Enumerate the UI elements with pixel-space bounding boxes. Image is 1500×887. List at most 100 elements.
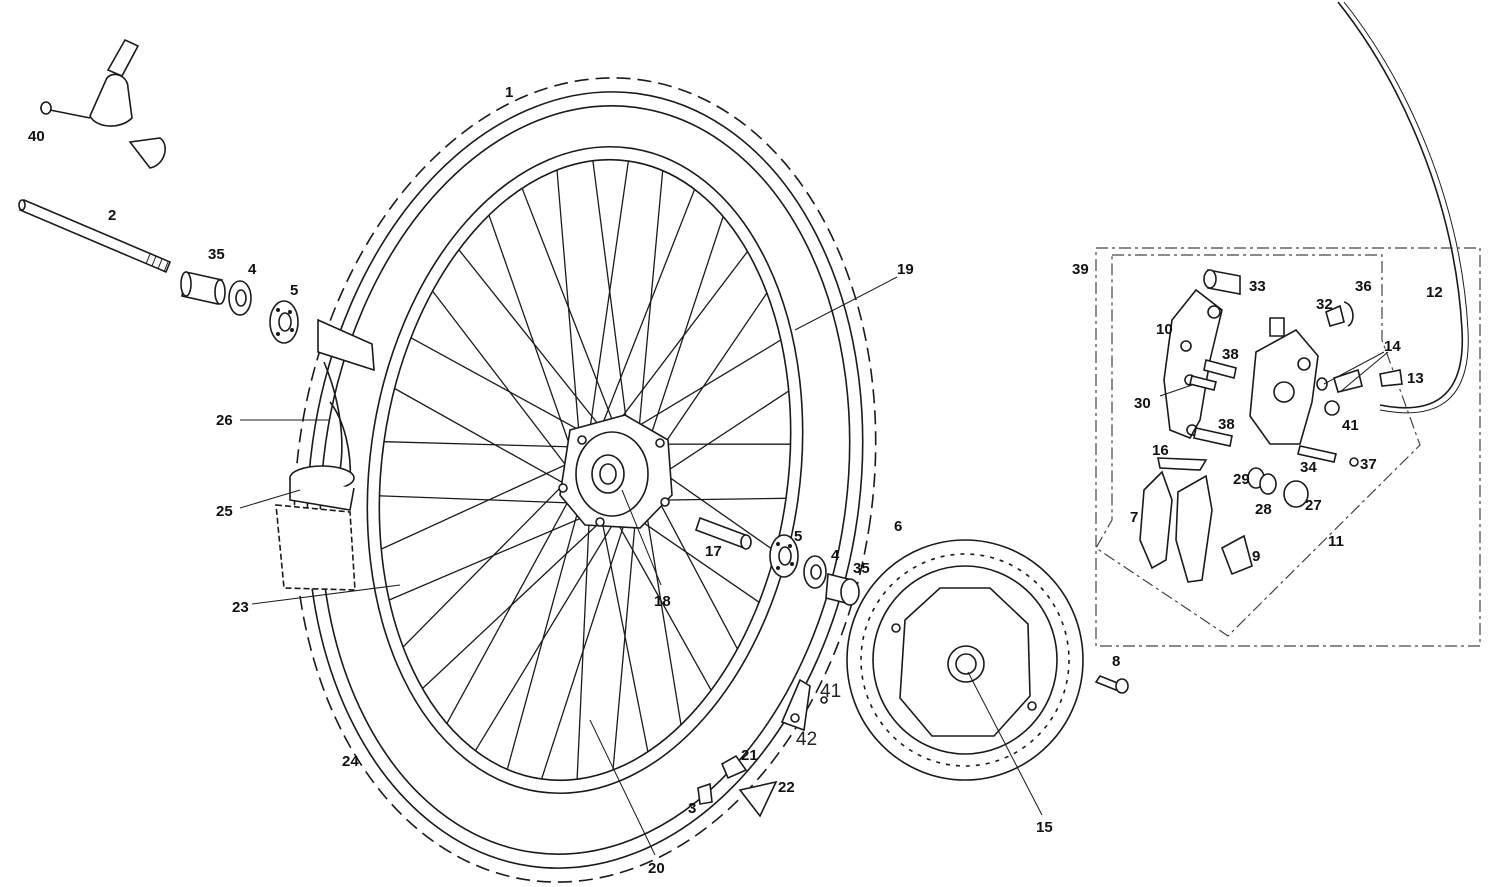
spoke <box>556 169 583 464</box>
label-41-caliper: 41 <box>1342 417 1359 434</box>
spoke <box>474 502 627 752</box>
label-37: 37 <box>1360 456 1377 473</box>
spoke <box>576 499 591 780</box>
label-8: 8 <box>1112 653 1120 670</box>
seal-right <box>803 555 827 589</box>
sensor-bracket <box>780 678 828 732</box>
spoke <box>383 441 592 449</box>
label-4-right: 4 <box>831 547 840 564</box>
caliper-pin <box>1203 269 1241 295</box>
label-14: 14 <box>1384 338 1401 355</box>
label-35-left: 35 <box>208 246 225 263</box>
spoke <box>422 506 617 689</box>
spoke <box>585 160 630 453</box>
pad-spring <box>1157 457 1208 471</box>
label-5-right: 5 <box>794 528 802 545</box>
label-11: 11 <box>1328 533 1344 550</box>
part-labels: 1 2 3 4 4 5 5 6 7 8 9 10 11 12 13 14 15 … <box>28 84 1443 877</box>
spoke <box>380 455 585 550</box>
label-29: 29 <box>1233 471 1250 488</box>
spoke <box>639 216 724 470</box>
label-18: 18 <box>654 593 671 610</box>
bleeder <box>1325 301 1354 327</box>
label-27: 27 <box>1305 497 1322 514</box>
speedometer-drive <box>39 38 166 169</box>
label-30: 30 <box>1134 395 1151 412</box>
spacer-right <box>825 572 860 606</box>
bearing-left <box>269 300 299 344</box>
spoke <box>488 214 581 476</box>
pad-pin <box>1297 445 1359 467</box>
label-5-left: 5 <box>290 282 298 299</box>
spoke <box>612 484 640 771</box>
label-39: 39 <box>1072 261 1089 278</box>
piston-seals <box>1247 467 1309 508</box>
brake-hose <box>1337 1 1464 409</box>
caliper-bolts <box>1189 359 1237 447</box>
spoke <box>394 387 588 498</box>
hub <box>558 414 673 529</box>
caliper-bracket <box>1163 288 1223 440</box>
label-3: 3 <box>688 800 696 817</box>
spoke <box>598 505 649 752</box>
label-4-left: 4 <box>248 261 257 278</box>
brake-disc <box>846 539 1084 781</box>
spoke <box>521 188 622 443</box>
spoke <box>593 189 696 446</box>
spoke <box>446 478 581 724</box>
spoke <box>635 170 664 458</box>
label-28: 28 <box>1255 501 1272 518</box>
label-22: 22 <box>778 779 795 796</box>
label-6: 6 <box>894 518 902 535</box>
spoke <box>432 290 583 487</box>
label-7: 7 <box>1130 509 1138 526</box>
spacer-tube <box>694 516 752 550</box>
spacer-left <box>180 271 226 305</box>
label-12: 12 <box>1426 284 1443 301</box>
label-20: 20 <box>648 860 665 877</box>
label-35-right: 35 <box>853 560 870 577</box>
label-33: 33 <box>1249 278 1266 295</box>
label-15: 15 <box>1036 819 1053 836</box>
spoke <box>614 339 782 441</box>
label-23: 23 <box>232 599 249 616</box>
pad-kit-outline <box>1095 254 1421 637</box>
label-17: 17 <box>705 543 722 560</box>
spoke <box>540 494 635 780</box>
label-24: 24 <box>342 753 359 770</box>
spoke <box>506 490 585 770</box>
label-42: 42 <box>796 729 817 750</box>
label-38-top: 38 <box>1222 346 1239 363</box>
valve-parts <box>697 754 778 818</box>
caliper-body <box>1249 317 1319 445</box>
spoke <box>592 160 631 449</box>
disc-bolt <box>1094 675 1129 694</box>
label-40: 40 <box>28 128 45 145</box>
bearing-right <box>769 534 799 578</box>
label-36: 36 <box>1355 278 1372 295</box>
label-19: 19 <box>897 261 914 278</box>
spoke <box>603 251 749 442</box>
label-16: 16 <box>1152 442 1169 459</box>
label-21: 21 <box>741 747 758 764</box>
spoke <box>388 507 606 601</box>
label-41-bracket: 41 <box>820 681 841 702</box>
banjo-fittings <box>1316 368 1403 416</box>
label-34: 34 <box>1300 459 1317 476</box>
label-38-bottom: 38 <box>1218 416 1235 433</box>
leader-lines <box>239 276 1389 856</box>
label-26: 26 <box>216 412 233 429</box>
front-tire <box>293 77 877 883</box>
label-2: 2 <box>108 207 116 224</box>
label-9: 9 <box>1252 548 1260 565</box>
label-32: 32 <box>1316 296 1333 313</box>
front-axle <box>18 198 172 274</box>
label-1: 1 <box>505 84 513 101</box>
fork-protector <box>275 318 375 591</box>
caliper-kit-outline <box>1095 247 1481 647</box>
spoke <box>410 337 601 443</box>
label-10: 10 <box>1156 321 1173 338</box>
label-13: 13 <box>1407 370 1424 387</box>
spoke <box>402 466 582 648</box>
